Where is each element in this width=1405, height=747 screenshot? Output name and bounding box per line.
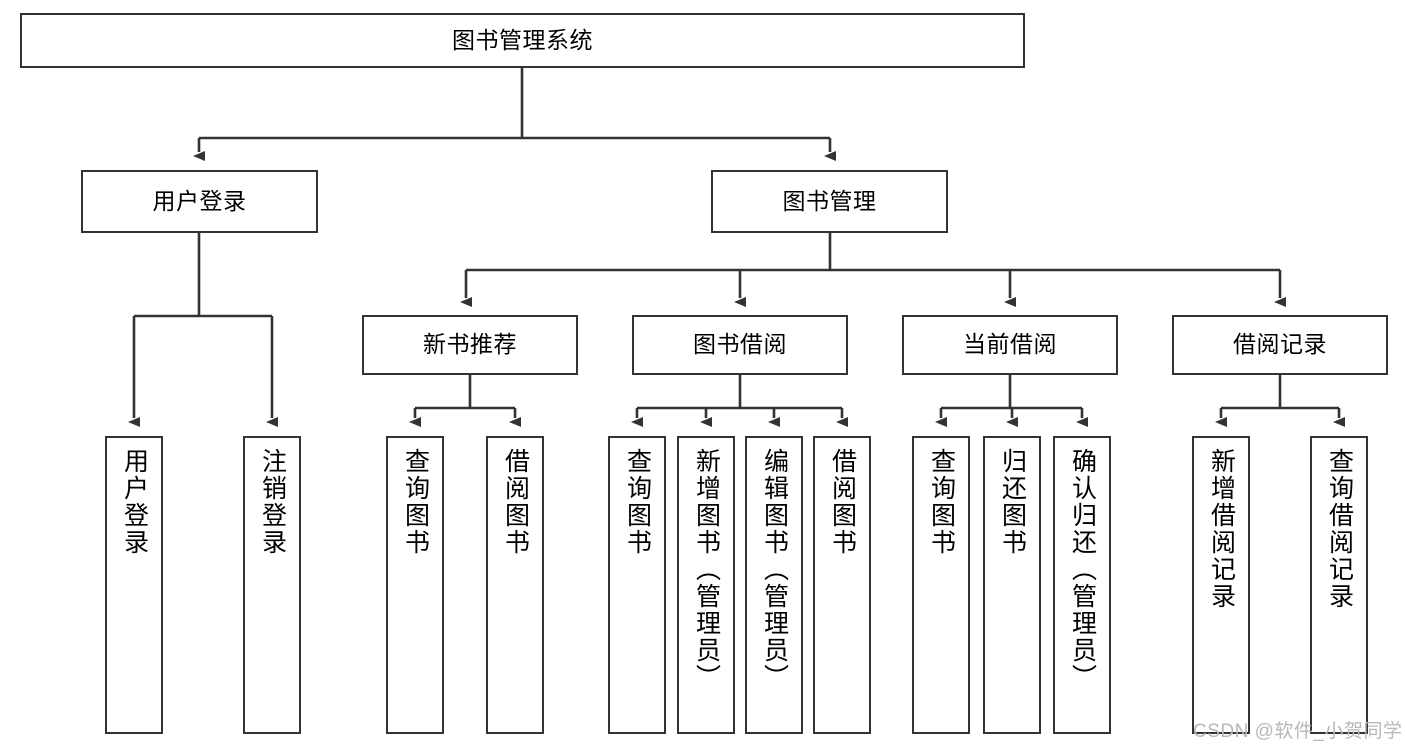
node-leaf-query-book-1-label: 查询图书 [401,448,430,556]
node-book-management[interactable]: 图书管理 [711,170,948,233]
node-leaf-edit-book-admin[interactable]: 编辑图书（管理员） [745,436,803,734]
node-leaf-query-book-2-label: 查询图书 [623,448,652,556]
node-leaf-borrow-book-1-label: 借阅图书 [501,448,530,556]
node-leaf-confirm-return-admin[interactable]: 确认归还（管理员） [1053,436,1111,734]
node-root[interactable]: 图书管理系统 [20,13,1025,68]
node-leaf-query-borrow-record-label: 查询借阅记录 [1325,448,1354,610]
node-user-login[interactable]: 用户登录 [81,170,318,233]
node-leaf-user-login-label: 用户登录 [120,448,149,556]
node-current-borrow-label: 当前借阅 [963,331,1057,358]
node-current-borrow[interactable]: 当前借阅 [902,315,1118,375]
node-new-book-recommend-label: 新书推荐 [423,331,517,358]
node-user-login-label: 用户登录 [152,187,247,214]
node-leaf-query-book-3-label: 查询图书 [927,448,956,556]
node-leaf-borrow-book-1[interactable]: 借阅图书 [486,436,544,734]
node-new-book-recommend[interactable]: 新书推荐 [362,315,578,375]
node-leaf-query-book-1[interactable]: 查询图书 [386,436,444,734]
node-borrow-record[interactable]: 借阅记录 [1172,315,1388,375]
node-leaf-user-logout-label: 注销登录 [258,448,287,556]
node-leaf-add-borrow-record[interactable]: 新增借阅记录 [1192,436,1250,734]
node-leaf-query-borrow-record[interactable]: 查询借阅记录 [1310,436,1368,734]
node-book-borrow-label: 图书借阅 [693,331,787,358]
node-leaf-confirm-return-admin-label: 确认归还（管理员） [1068,448,1097,691]
node-leaf-borrow-book-2[interactable]: 借阅图书 [813,436,871,734]
csdn-watermark: CSDN @软件_小贺同学 [1193,721,1403,742]
node-borrow-record-label: 借阅记录 [1233,331,1327,358]
node-leaf-user-logout[interactable]: 注销登录 [243,436,301,734]
node-leaf-add-borrow-record-label: 新增借阅记录 [1207,448,1236,610]
node-leaf-add-book-admin[interactable]: 新增图书（管理员） [677,436,735,734]
node-leaf-add-book-admin-label: 新增图书（管理员） [692,448,721,691]
node-book-borrow[interactable]: 图书借阅 [632,315,848,375]
node-leaf-edit-book-admin-label: 编辑图书（管理员） [760,448,789,691]
node-leaf-user-login[interactable]: 用户登录 [105,436,163,734]
node-book-management-label: 图书管理 [782,187,877,214]
node-leaf-borrow-book-2-label: 借阅图书 [828,448,857,556]
node-leaf-query-book-2[interactable]: 查询图书 [608,436,666,734]
node-leaf-query-book-3[interactable]: 查询图书 [912,436,970,734]
node-leaf-return-book[interactable]: 归还图书 [983,436,1041,734]
node-root-label: 图书管理系统 [452,26,593,53]
node-leaf-return-book-label: 归还图书 [998,448,1027,556]
